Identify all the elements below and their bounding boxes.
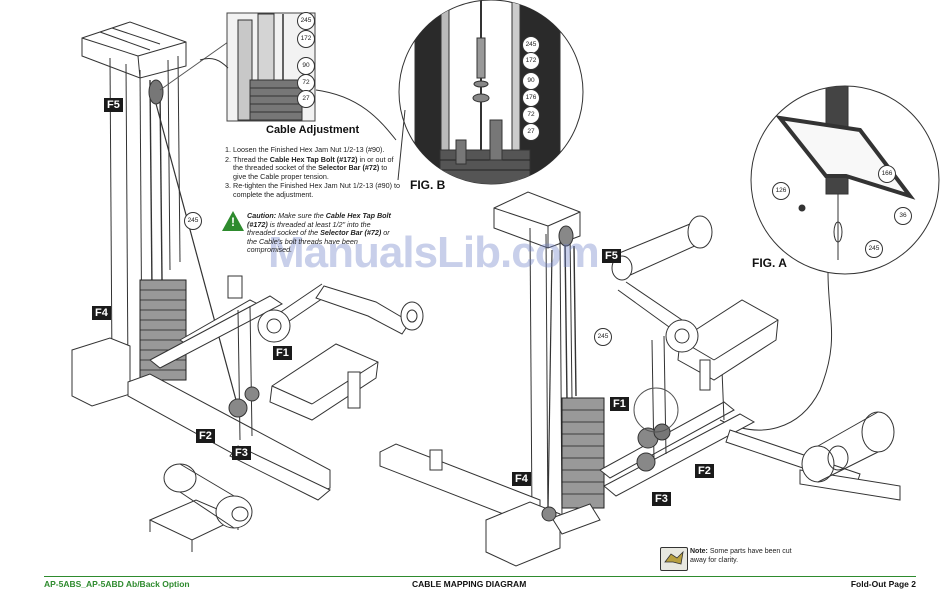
instruction-step-3: Re-tighten the Finished Hex Jam Nut 1/2-… <box>233 182 400 199</box>
note-lead: Note: <box>690 548 708 555</box>
note-body: Some parts have been cut away for clarit… <box>690 548 792 564</box>
caution-text-a: Make sure the <box>276 211 326 220</box>
fig-a-callout-36: 36 <box>894 207 912 225</box>
step2-bar: Selector Bar (#72) <box>318 163 380 173</box>
caution-lead: Caution: <box>247 211 277 220</box>
right-machine-drawing <box>379 191 901 567</box>
fig-b-label: FIG. B <box>410 178 446 192</box>
fig-a-label: FIG. A <box>752 256 787 270</box>
left-machine-drawing <box>71 21 424 552</box>
fig-a-callout-166: 166 <box>878 165 896 183</box>
right-cable-callout-245: 245 <box>594 328 612 346</box>
right-label-f3: F3 <box>652 492 671 506</box>
footer-page: Fold-Out Page 2 <box>850 579 916 589</box>
step2-text-a: Thread the <box>233 154 270 164</box>
cutaway-icon-graphic <box>664 550 684 565</box>
fig-b-callout-27: 27 <box>522 123 540 141</box>
left-label-f3: F3 <box>232 446 251 460</box>
fig-b-callout-172: 172 <box>522 52 540 70</box>
cutaway-note: Note: Some parts have been cut away for … <box>660 547 792 573</box>
left-cable-callout-245: 245 <box>184 212 202 230</box>
callout-245: 245 <box>297 12 315 30</box>
callout-172: 172 <box>297 30 315 48</box>
cutaway-icon <box>660 547 688 571</box>
right-label-f1: F1 <box>610 397 629 411</box>
warning-icon-glyph: ! <box>231 215 235 229</box>
fig-b-callout-176: 176 <box>522 89 540 107</box>
left-label-f4: F4 <box>92 306 111 320</box>
step2-text-e: to give the Cable proper tension. <box>233 163 388 181</box>
footer-rule <box>44 576 916 577</box>
fig-a-detail <box>719 85 940 431</box>
footer-title: CABLE MAPPING DIAGRAM <box>412 579 527 589</box>
fig-b-callout-90: 90 <box>522 72 540 90</box>
fig-a-callout-126: 126 <box>772 182 790 200</box>
page-footer: AP-5ABS_AP-5ABD Ab/Back Option CABLE MAP… <box>0 574 950 609</box>
instruction-step-2: Thread the Cable Hex Tap Bolt (#172) in … <box>233 154 400 182</box>
caution-bolt: Cable Hex Tap Bolt (#172) <box>247 211 391 229</box>
step2-text-c: in or out of the threaded socket of the <box>233 154 394 173</box>
fig-b-detail <box>397 0 584 185</box>
caution-text-b: is threaded at least 1/2" into the threa… <box>247 219 371 238</box>
note-text: Note: Some parts have been cut away for … <box>690 548 800 565</box>
caution-note: ! Caution: Make sure the Cable Hex Tap B… <box>222 211 402 261</box>
cable-adjustment-title: Cable Adjustment <box>266 124 360 136</box>
step2-bolt: Cable Hex Tap Bolt (#172) <box>269 154 358 164</box>
cable-adjustment-instructions: Loosen the Finished Hex Jam Nut 1/2-13 (… <box>222 145 400 201</box>
left-label-f2: F2 <box>196 429 215 443</box>
left-label-f1: F1 <box>273 346 292 360</box>
instruction-step-1: Loosen the Finished Hex Jam Nut 1/2-13 (… <box>233 145 400 155</box>
right-label-f4: F4 <box>512 472 531 486</box>
right-label-f2: F2 <box>695 464 714 478</box>
footer-model: AP-5ABS_AP-5ABD Ab/Back Option <box>44 579 190 589</box>
step1-text: Loosen the Finished Hex Jam Nut 1/2-13 (… <box>233 145 385 154</box>
callout-90: 90 <box>297 57 315 75</box>
caution-text: Caution: Make sure the Cable Hex Tap Bol… <box>247 211 397 255</box>
watermark-text: ManualsLib.com <box>268 228 600 277</box>
callout-27: 27 <box>297 90 315 108</box>
caution-text-c: or the Cable's bolt threads have been co… <box>247 228 390 255</box>
warning-icon: ! <box>222 211 244 231</box>
fig-b-callout-245: 245 <box>522 36 540 54</box>
fig-a-callout-245: 245 <box>865 240 883 258</box>
step3-text: Re-tighten the Finished Hex Jam Nut 1/2-… <box>233 181 400 199</box>
caution-bar: Selector Bar (#72) <box>320 228 382 238</box>
left-label-f5: F5 <box>104 98 123 112</box>
fig-b-callout-72: 72 <box>522 106 540 124</box>
right-label-f5: F5 <box>602 249 621 263</box>
